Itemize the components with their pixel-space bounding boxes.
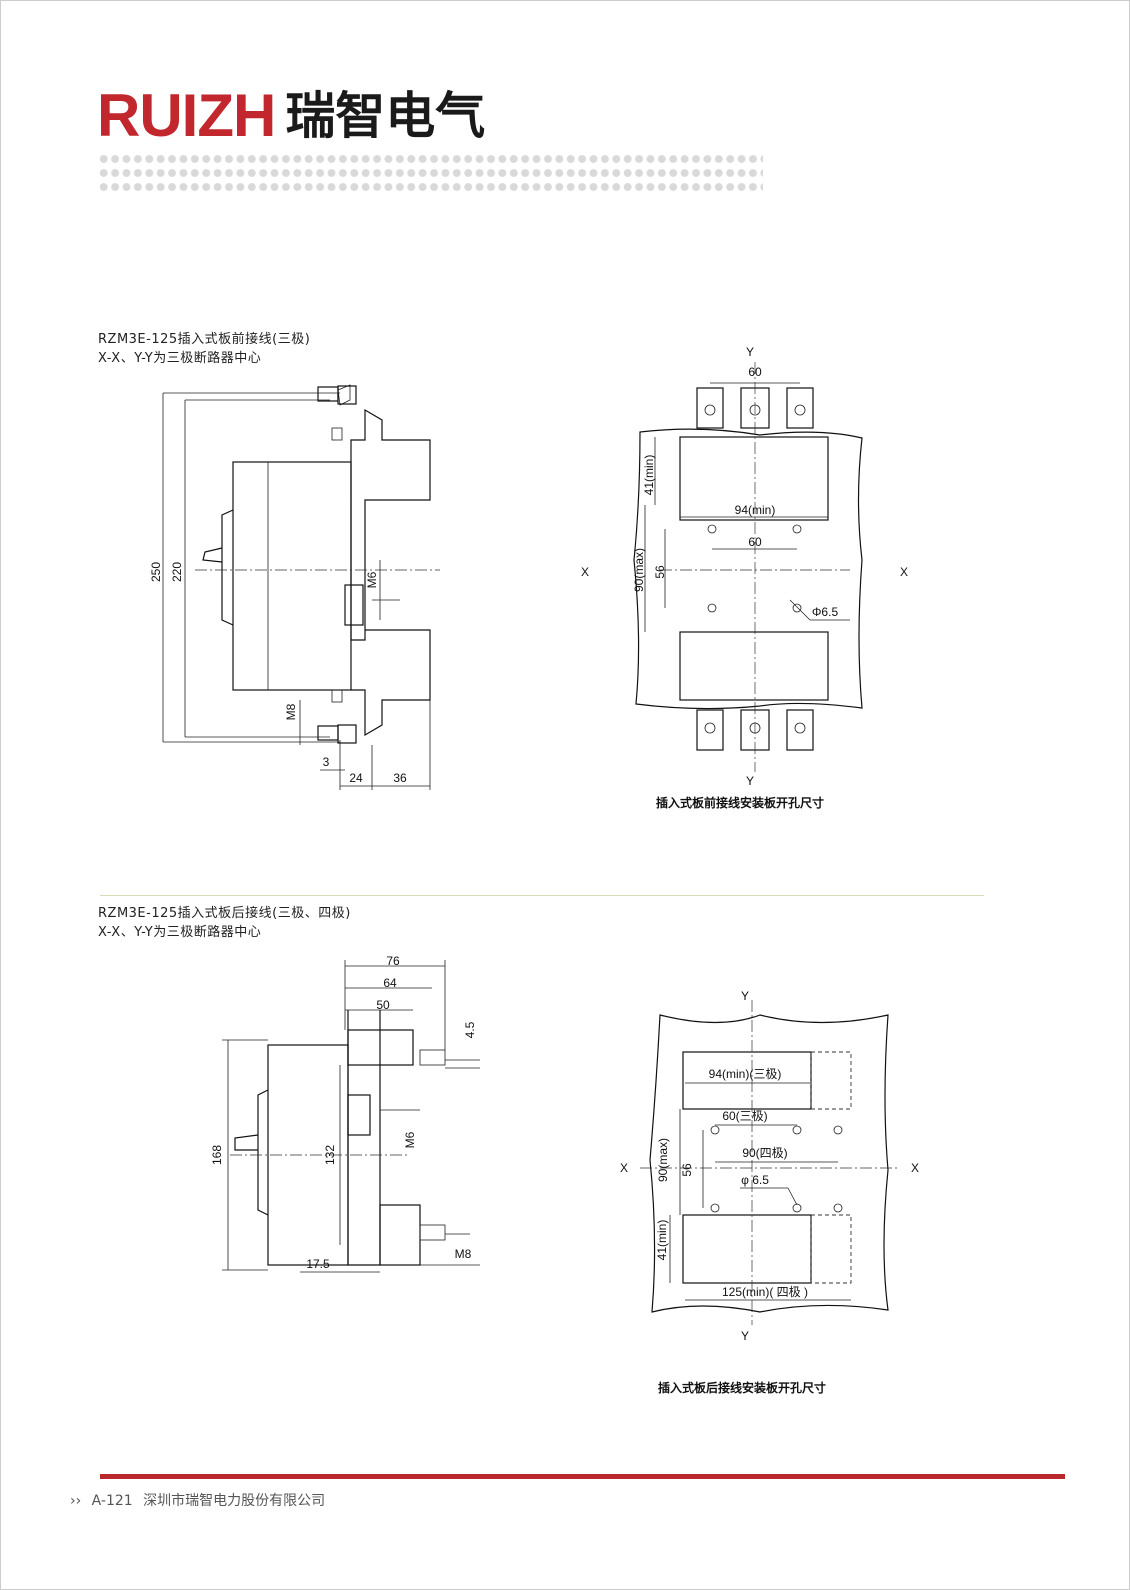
hole-diameter: φ 6.5: [741, 1173, 769, 1187]
rear-wiring-side-view: 76 64 50 4.5 168 132 M6 17.5 M8: [210, 954, 480, 1273]
axis-x-right: X: [911, 1161, 919, 1175]
page-number: A-121: [91, 1493, 133, 1509]
axis-y-bottom: Y: [741, 1329, 749, 1343]
footer-arrows-icon: ››: [70, 1493, 82, 1509]
dim-36: 36: [393, 771, 407, 785]
dim-220: 220: [170, 562, 184, 582]
page-footer: ›› A-121 深圳市瑞智电力股份有限公司: [70, 1490, 325, 1510]
dim-94-min: 94(min): [735, 503, 776, 517]
dim-24: 24: [349, 771, 363, 785]
company-name: 深圳市瑞智电力股份有限公司: [143, 1493, 326, 1509]
dim-94-min-3p: 94(min)(三极): [709, 1067, 782, 1081]
logo-text-en: RUIZH: [97, 82, 276, 149]
axis-y-bottom: Y: [746, 774, 754, 788]
brand-logo: RUIZH 瑞智电气: [97, 86, 485, 146]
section1-panel-caption: 插入式板前接线安装板开孔尺寸: [656, 795, 824, 810]
section1-title: RZM3E-125插入式板前接线(三极): [98, 332, 311, 347]
axis-y-top: Y: [746, 345, 754, 359]
dim-41-min: 41(min): [642, 455, 656, 496]
section2-heading: RZM3E-125插入式板后接线(三极、四极) X-X、Y-Y为三极断路器中心: [98, 904, 351, 942]
dim-17-5: 17.5: [306, 1257, 330, 1271]
front-wiring-panel-cutout: Y 60 X X 41(min) 94(min) 60 56 90(max) Φ…: [581, 345, 908, 810]
front-wiring-side-view: 250 220 M6 M8 3 24 36: [149, 384, 440, 790]
dim-56: 56: [653, 565, 667, 579]
dim-64: 64: [383, 976, 397, 990]
dim-50: 50: [376, 998, 390, 1012]
axis-x-left: X: [581, 565, 589, 579]
dim-76: 76: [386, 954, 400, 968]
section2-title: RZM3E-125插入式板后接线(三极、四极): [98, 906, 351, 921]
dim-4-5: 4.5: [463, 1021, 477, 1038]
logo-text-cn: 瑞智电气: [285, 87, 486, 145]
dim-41-min: 41(min): [655, 1220, 669, 1261]
label-m6: M6: [365, 571, 379, 588]
dim-60-top: 60: [748, 365, 762, 379]
dim-132: 132: [323, 1145, 337, 1165]
dim-90-max: 90(max): [656, 1138, 670, 1182]
dim-90-max: 90(max): [632, 548, 646, 592]
axis-y-top: Y: [741, 989, 749, 1003]
dot-pattern-decoration: [98, 152, 763, 194]
dim-60-3p: 60(三极): [722, 1109, 767, 1123]
dim-168: 168: [210, 1145, 224, 1165]
section1-subtitle: X-X、Y-Y为三极断路器中心: [98, 351, 262, 366]
rear-wiring-panel-cutout: Y X X 94(min)(三极) 60(三极) 90(四极) 56 90(ma…: [620, 989, 919, 1395]
footer-red-bar: [100, 1474, 1065, 1479]
dim-60: 60: [748, 535, 762, 549]
axis-x-left: X: [620, 1161, 628, 1175]
section1-heading: RZM3E-125插入式板前接线(三极) X-X、Y-Y为三极断路器中心: [98, 330, 310, 368]
dim-125-min-4p: 125(min)( 四极 ): [722, 1285, 808, 1299]
dim-3: 3: [323, 755, 330, 769]
dim-90-4p: 90(四极): [742, 1146, 787, 1160]
dim-250: 250: [149, 562, 163, 582]
hole-diameter: Φ6.5: [812, 605, 839, 619]
label-m6: M6: [403, 1131, 417, 1148]
label-m8: M8: [284, 703, 298, 720]
axis-x-right: X: [900, 565, 908, 579]
dim-56: 56: [680, 1163, 694, 1177]
section2-panel-caption: 插入式板后接线安装板开孔尺寸: [658, 1380, 826, 1395]
section-divider: [100, 895, 984, 896]
label-m8: M8: [455, 1247, 472, 1261]
section2-subtitle: X-X、Y-Y为三极断路器中心: [98, 925, 262, 940]
